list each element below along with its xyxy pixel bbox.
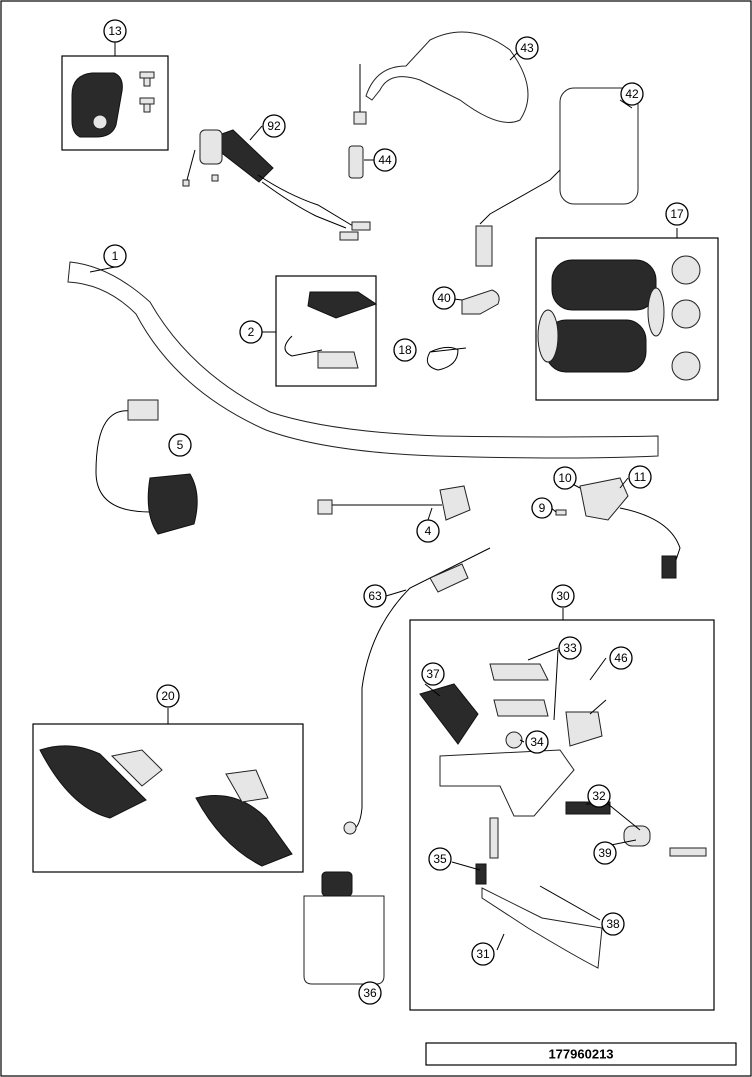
part-40-clamp: [461, 289, 500, 315]
callout-38: 38: [601, 912, 625, 936]
svg-text:17: 17: [670, 207, 684, 221]
svg-text:5: 5: [177, 438, 184, 452]
svg-text:4: 4: [425, 524, 432, 538]
svg-text:34: 34: [530, 735, 544, 749]
svg-text:43: 43: [520, 41, 534, 55]
box-17: [535, 237, 719, 401]
callout-9: 9: [531, 497, 553, 519]
callout-63: 63: [363, 584, 387, 608]
svg-text:20: 20: [161, 689, 175, 703]
callout-4: 4: [416, 519, 440, 543]
callout-10: 10: [553, 466, 577, 490]
callout-2: 2: [239, 320, 263, 344]
svg-text:46: 46: [614, 651, 628, 665]
part-18-cable-tie: [426, 346, 467, 371]
callout-20: 20: [156, 684, 180, 708]
callout-11: 11: [628, 465, 652, 489]
callout-40: 40: [432, 286, 456, 310]
part-13-switch-housing: [71, 71, 155, 138]
callout-34: 34: [525, 730, 549, 754]
callout-92: 92: [262, 114, 286, 138]
svg-text:32: 32: [592, 789, 606, 803]
svg-text:92: 92: [267, 119, 281, 133]
callout-39: 39: [593, 841, 617, 865]
callout-1: 1: [103, 244, 127, 268]
svg-text:18: 18: [398, 343, 412, 357]
callout-42: 42: [620, 82, 644, 106]
svg-text:30: 30: [556, 589, 570, 603]
part-9-10-11-clamp: [555, 477, 681, 579]
diagram-code-box: [425, 1042, 737, 1066]
part-5-switch: [95, 399, 198, 535]
part-42-mirror-right: [475, 87, 639, 267]
callout-43: 43: [515, 36, 539, 60]
callout-46: 46: [609, 646, 633, 670]
svg-text:35: 35: [433, 852, 447, 866]
svg-text:13: 13: [108, 24, 122, 38]
callout-33: 33: [558, 636, 582, 660]
part-63-brake-hose: [343, 547, 491, 835]
callout-35: 35: [428, 847, 452, 871]
callout-31: 31: [471, 942, 495, 966]
part-2-bracket: [284, 291, 378, 369]
part-30-master-cylinder: [419, 663, 707, 969]
part-92-throttle-cables: [182, 129, 371, 241]
part-4-switch: [317, 485, 471, 521]
svg-text:36: 36: [363, 986, 377, 1000]
svg-text:10: 10: [558, 471, 572, 485]
callout-17: 17: [665, 202, 689, 226]
svg-text:42: 42: [625, 87, 639, 101]
svg-text:63: 63: [368, 589, 382, 603]
svg-text:38: 38: [606, 917, 620, 931]
svg-text:37: 37: [426, 667, 440, 681]
svg-text:9: 9: [539, 501, 546, 515]
svg-text:11: 11: [634, 470, 647, 484]
callout-37: 37: [421, 662, 445, 686]
part-1-handlebar: [67, 261, 659, 459]
svg-text:40: 40: [437, 291, 451, 305]
svg-text:1: 1: [112, 249, 119, 263]
part-17-grips: [537, 255, 701, 381]
callout-5: 5: [168, 433, 192, 457]
part-36-fluid-can: [303, 871, 385, 985]
box-2: [275, 275, 377, 387]
callout-18: 18: [393, 338, 417, 362]
callout-36: 36: [358, 981, 382, 1005]
svg-text:39: 39: [598, 846, 612, 860]
part-20-hand-guards: [39, 745, 293, 867]
part-44-adapter: [348, 145, 364, 179]
part-43-mirror-left: [353, 31, 529, 125]
diagram-code: 177960213: [548, 1047, 613, 1062]
box-30: [409, 619, 715, 1011]
callout-30: 30: [551, 584, 575, 608]
callout-44: 44: [373, 148, 397, 172]
svg-text:33: 33: [563, 641, 577, 655]
callout-13: 13: [103, 19, 127, 43]
svg-text:44: 44: [378, 153, 392, 167]
svg-text:31: 31: [476, 947, 490, 961]
callout-32: 32: [587, 784, 611, 808]
svg-text:2: 2: [248, 325, 255, 339]
